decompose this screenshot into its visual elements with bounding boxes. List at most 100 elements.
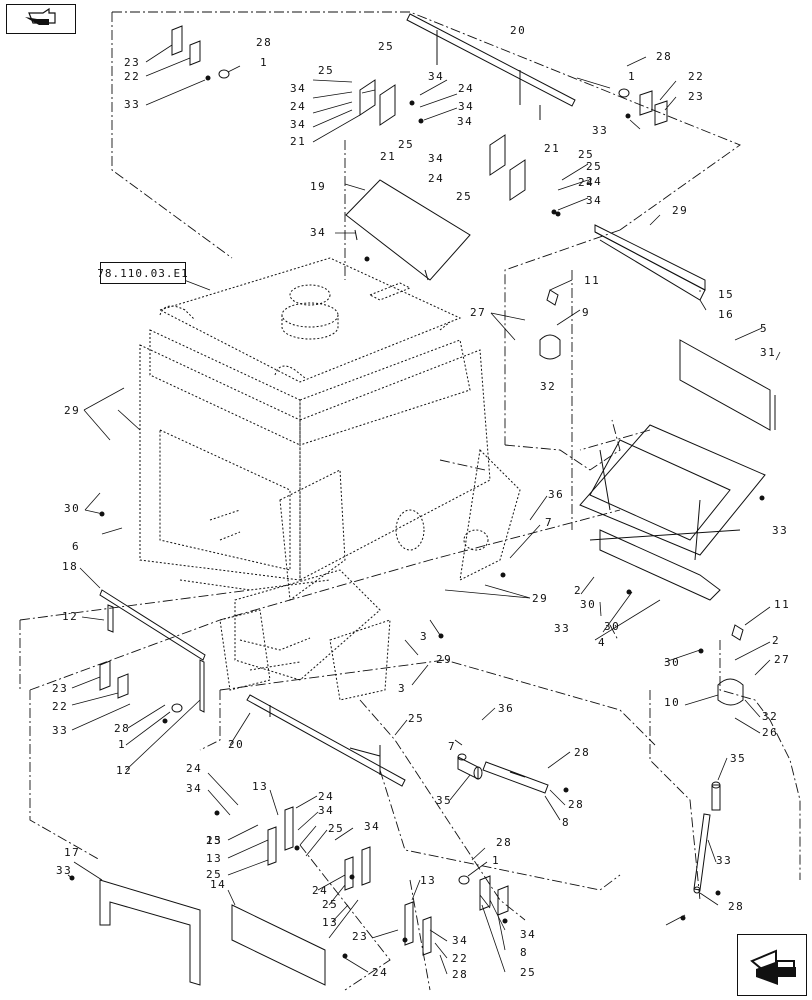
callout: 14 (210, 878, 226, 891)
callout: 27 (470, 306, 486, 319)
cover-plate-5 (679, 339, 776, 431)
callout: 22 (124, 70, 140, 83)
callout: 1 (628, 70, 636, 83)
callout: 11 (584, 274, 600, 287)
callout: 13 (252, 780, 268, 793)
callout: 22 (52, 700, 68, 713)
callout: 34 (186, 782, 202, 795)
callout: 23 (688, 90, 704, 103)
callout: 25 (206, 868, 222, 881)
page-back-icon (25, 7, 56, 25)
callout: 25 (398, 138, 414, 151)
bracket-12-lower (99, 660, 183, 713)
callout: 24 (318, 790, 334, 803)
seal-strip-15-16 (594, 224, 706, 301)
callout: 1 (492, 854, 500, 867)
nav-forward-button[interactable] (737, 934, 807, 996)
callout: 28 (452, 968, 468, 981)
callout: 34 (310, 226, 326, 239)
callout: 34 (364, 820, 380, 833)
leader-lines (67, 44, 781, 975)
callout: 25 (520, 966, 536, 979)
callout: 5 (760, 322, 768, 335)
callout: 3 (420, 630, 428, 643)
callout: 34 (458, 100, 474, 113)
callout: 23 (52, 682, 68, 695)
callout: 3 (398, 682, 406, 695)
link-8-right (693, 813, 711, 894)
link-8-mid (482, 761, 549, 794)
panel-14 (231, 904, 326, 986)
callout: 16 (718, 308, 734, 321)
callout: 20 (228, 738, 244, 751)
callout: 26 (762, 726, 778, 739)
callout: 34 (428, 152, 444, 165)
page-forward-icon (750, 949, 796, 985)
hopper-body (139, 257, 521, 701)
tray-4 (579, 424, 766, 601)
bar-20-bottom (246, 694, 406, 787)
bracket-22-23-bottom (458, 875, 509, 916)
grouping-outlines (19, 11, 801, 991)
fastener-dots (69, 75, 765, 959)
callout: 33 (554, 622, 570, 635)
callout: 34 (290, 82, 306, 95)
panel-17 (99, 879, 201, 986)
callout: 34 (318, 804, 334, 817)
callout: 27 (774, 653, 790, 666)
callout: 2 (772, 634, 780, 647)
callout: 10 (664, 696, 680, 709)
callout: 30 (580, 598, 596, 611)
clamp-10 (717, 624, 744, 706)
callout: 22 (688, 70, 704, 83)
callout: 9 (582, 306, 590, 319)
nav-back-button[interactable] (6, 4, 76, 34)
callout: 35 (730, 752, 746, 765)
callout: 6 (72, 540, 80, 553)
callout: 7 (545, 516, 553, 529)
callout: 28 (728, 900, 744, 913)
callout: 28 (256, 36, 272, 49)
callout: 1 (260, 56, 268, 69)
callout-labels: 20 28 23 22 1 33 25 25 34 24 34 21 21 25… (52, 24, 790, 981)
reference-box[interactable]: 78.110.03.E1 (97, 262, 188, 284)
callout: 12 (116, 764, 132, 777)
callout: 8 (520, 946, 528, 959)
callout: 30 (64, 502, 80, 515)
callout: 25 (322, 898, 338, 911)
callout: 13 (322, 916, 338, 929)
callout: 25 (318, 64, 334, 77)
callout: 18 (62, 560, 78, 573)
callout: 28 (496, 836, 512, 849)
bracket-13-c (404, 901, 432, 956)
callout: 32 (540, 380, 556, 393)
callout: 19 (310, 180, 326, 193)
callout: 24 (312, 884, 328, 897)
bracket-21-a (359, 79, 396, 126)
callout: 7 (448, 740, 456, 753)
callout: 29 (436, 653, 452, 666)
callout: 36 (548, 488, 564, 501)
callout: 12 (62, 610, 78, 623)
bracket-21-b (489, 134, 526, 201)
callout: 25 (578, 148, 594, 161)
callout: 34 (428, 70, 444, 83)
callout: 24 (290, 100, 306, 113)
callout: 25 (206, 834, 222, 847)
callout: 28 (114, 722, 130, 735)
callout: 33 (592, 124, 608, 137)
callout: 33 (56, 864, 72, 877)
callout: 13 (420, 874, 436, 887)
pin-35-right (711, 781, 721, 811)
callout: 11 (774, 598, 790, 611)
callout: 21 (544, 142, 560, 155)
callout: 22 (452, 952, 468, 965)
callout: 21 (290, 135, 306, 148)
callout: 15 (718, 288, 734, 301)
callout: 36 (498, 702, 514, 715)
callout: 25 (456, 190, 472, 203)
callout: 34 (290, 118, 306, 131)
callout: 33 (124, 98, 140, 111)
strip-18 (99, 589, 206, 713)
